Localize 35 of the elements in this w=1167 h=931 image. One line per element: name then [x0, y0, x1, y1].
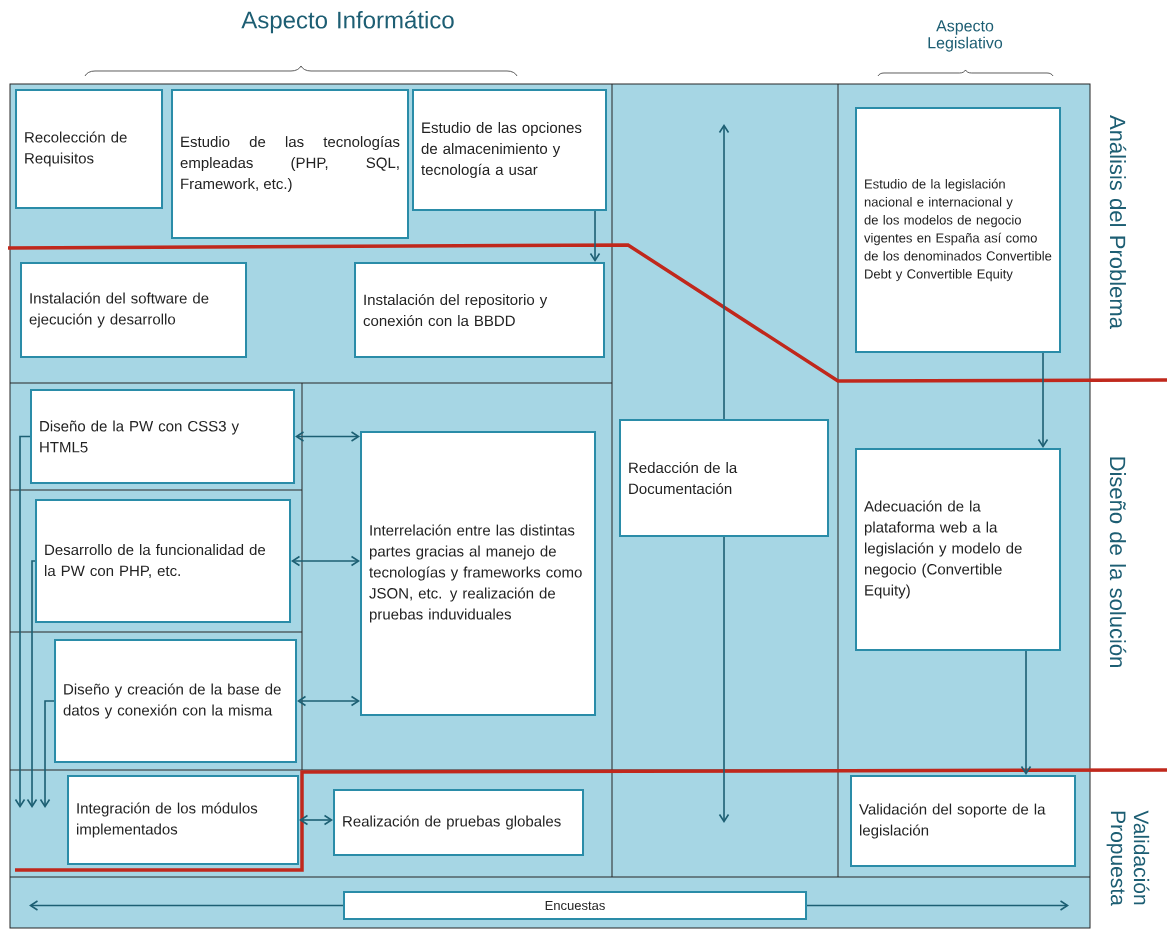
arrow [297, 695, 360, 707]
arrow [14, 435, 31, 808]
process-box: Instalación del repositorio y conexión con la BBDD [354, 262, 605, 358]
process-box: Diseño de la PW con CSS3 y HTML5 [30, 389, 295, 484]
arrow [718, 124, 730, 420]
process-box: Recolección de Requisitos [15, 89, 163, 209]
arrow [718, 536, 730, 823]
arrow [29, 900, 344, 911]
arrow [299, 814, 333, 826]
arrow [26, 560, 38, 808]
process-box: Estudio de las tecnologías empleadas (PHP, SQL, Framework, etc.) [171, 89, 409, 239]
process-box: Estudio de la legislación nacional e internacional y de los modelos de negocio vigentes en España así como de los denominados Convertible Debt y Convertible Equity [855, 107, 1061, 353]
arrow [291, 555, 360, 567]
process-box: Adecuación de la plataforma web a la legislación y modelo de negocio (Convertible Equity) [855, 448, 1061, 651]
process-box: Desarrollo de la funcionalidad de la PW con PHP, etc. [35, 499, 291, 623]
process-box: Instalación del software de ejecución y desarrollo [20, 262, 247, 358]
process-box: Interrelación entre las distintas partes gracias al manejo de tecnologías y frameworks como JSON, etc. y realización de pruebas induviduales [360, 431, 596, 716]
arrow [1037, 352, 1049, 448]
process-box: Integración de los módulos implementados [67, 775, 299, 865]
arrow [589, 210, 601, 262]
process-box: Redacción de la Documentación [619, 419, 829, 537]
column-heading: Aspecto Legislativo [928, 20, 1003, 52]
process-box: Estudio de las opciones de almacenimiento y tecnología a usar [412, 89, 607, 211]
row-heading: Diseño de la solución [1109, 457, 1127, 667]
arrow [39, 700, 55, 808]
process-box: Realización de pruebas globales [333, 789, 584, 856]
process-box: Diseño y creación de la base de datos y conexión con la misma [54, 639, 297, 763]
row-heading: Análisis del Problema [1109, 115, 1127, 329]
process-box: Encuestas [343, 891, 807, 920]
arrow [295, 431, 360, 442]
process-box: Validación del soporte de la legislación [850, 775, 1076, 867]
arrow [806, 900, 1069, 911]
arrow [1020, 650, 1032, 775]
row-heading: Validación Propuesta [1106, 810, 1150, 906]
column-heading: Aspecto Informático [241, 10, 454, 34]
